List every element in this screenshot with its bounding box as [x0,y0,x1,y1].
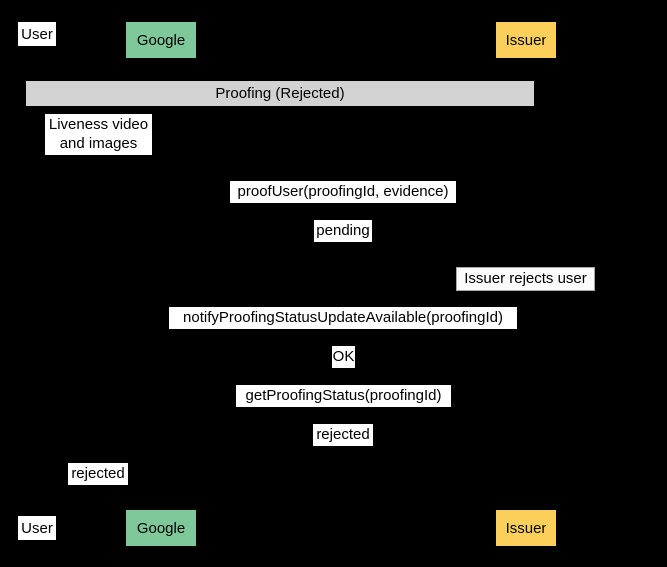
participant-google-bottom[interactable]: Google [126,510,196,546]
fragment-bar-proofing-rejected: Proofing (Rejected) [26,81,534,106]
message-pending-label: pending [316,221,370,239]
participant-issuer-bottom-label: Issuer [505,519,547,537]
fragment-bar-label: Proofing (Rejected) [215,85,345,102]
participant-user-top-label: User [21,25,53,43]
participant-issuer-top-label: Issuer [505,31,547,49]
message-liveness-line-1: Liveness video [48,116,149,134]
message-pending: pending [314,220,372,242]
message-rejected-from-issuer: rejected [313,424,373,446]
participant-user-bottom[interactable]: User [18,516,56,540]
participant-user-top[interactable]: User [18,22,56,46]
message-proof-user: proofUser(proofingId, evidence) [230,181,456,203]
participant-google-bottom-label: Google [136,519,186,537]
message-get-proofing-status: getProofingStatus(proofingId) [236,385,451,407]
message-rejected-from-issuer-label: rejected [316,425,370,443]
message-ok: OK [332,346,355,368]
participant-issuer-bottom[interactable]: Issuer [496,510,556,546]
message-proof-user-label: proofUser(proofingId, evidence) [237,182,449,200]
message-notify-proofing-status-update-available: notifyProofingStatusUpdateAvailable(proo… [169,307,517,329]
participant-user-bottom-label: User [21,519,53,537]
participant-issuer-top[interactable]: Issuer [496,22,556,58]
message-rejected-to-user-label: rejected [71,464,125,482]
message-liveness-video-and-images: Liveness video and images [45,114,152,155]
message-ok-label: OK [332,347,355,365]
message-get-proofing-status-label: getProofingStatus(proofingId) [245,386,442,404]
message-rejected-to-user: rejected [68,463,128,485]
participant-google-top-label: Google [136,31,186,49]
participant-google-top[interactable]: Google [126,22,196,58]
message-issuer-rejects-user: Issuer rejects user [456,267,595,291]
message-issuer-rejects-user-label: Issuer rejects user [464,269,587,287]
message-liveness-line-2: and images [59,134,138,152]
message-notify-proofing-status-label: notifyProofingStatusUpdateAvailable(proo… [183,308,503,326]
